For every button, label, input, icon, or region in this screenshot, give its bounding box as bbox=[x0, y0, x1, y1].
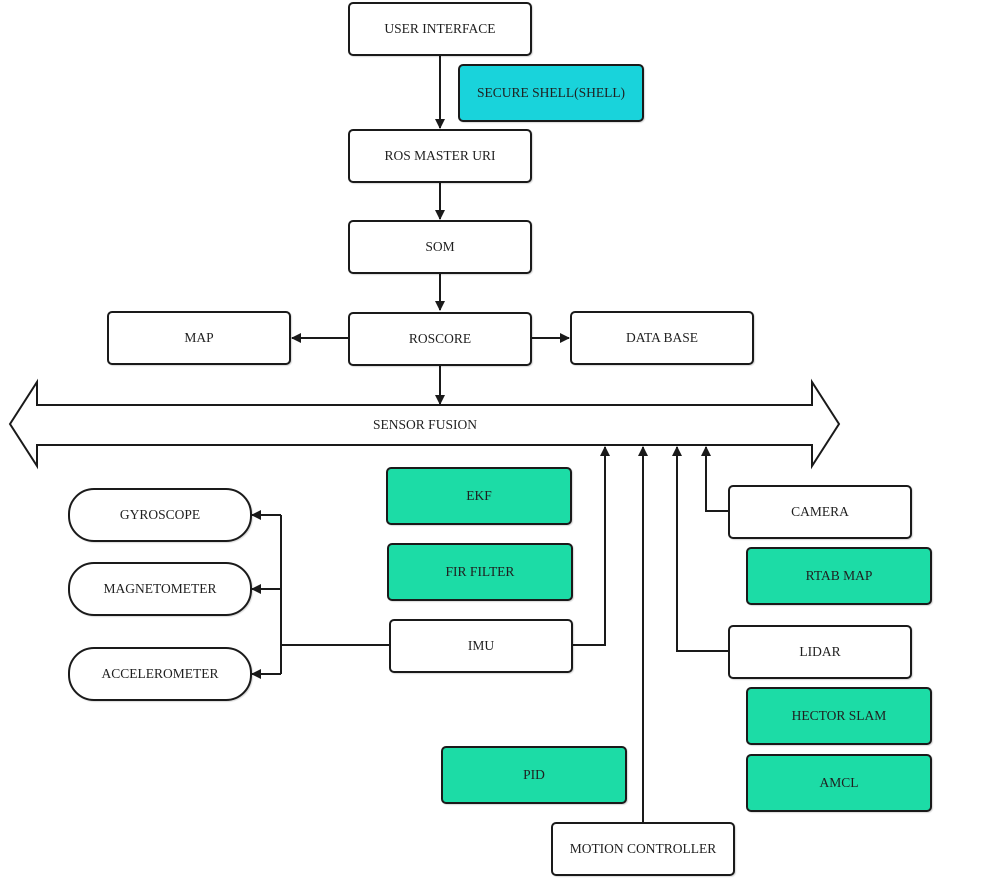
motion-controller-label: MOTION CONTROLLER bbox=[569, 841, 717, 856]
camera-box: CAMERA bbox=[728, 485, 912, 539]
lidar-box: LIDAR bbox=[728, 625, 912, 679]
connector-imu-to-sensor-fusion bbox=[572, 446, 610, 646]
connector-lidar-to-sensor-fusion bbox=[672, 446, 728, 652]
magnetometer-label: MAGNETOMETER bbox=[103, 581, 217, 596]
fir-filter-label: FIR FILTER bbox=[445, 564, 515, 579]
pid-label: PID bbox=[523, 767, 545, 782]
amcl-box: AMCL bbox=[746, 754, 932, 812]
roscore-label: ROSCORE bbox=[408, 331, 472, 346]
accelerometer-box: ACCELEROMETER bbox=[68, 647, 252, 701]
user-interface-label: USER INTERFACE bbox=[384, 21, 496, 36]
ros-master-uri-box: ROS MASTER URI bbox=[348, 129, 532, 183]
accelerometer-label: ACCELEROMETER bbox=[101, 666, 219, 681]
sensor-fusion-arrow bbox=[8, 378, 841, 470]
secure-shell-label: SECURE SHELL(SHELL) bbox=[476, 85, 626, 100]
ros-master-uri-label: ROS MASTER URI bbox=[384, 148, 496, 163]
imu-label: IMU bbox=[467, 638, 495, 653]
ekf-box: EKF bbox=[386, 467, 572, 525]
amcl-label: AMCL bbox=[819, 775, 859, 790]
som-box: SOM bbox=[348, 220, 532, 274]
user-interface-box: USER INTERFACE bbox=[348, 2, 532, 56]
rtab-map-box: RTAB MAP bbox=[746, 547, 932, 605]
hector-slam-box: HECTOR SLAM bbox=[746, 687, 932, 745]
lidar-label: LIDAR bbox=[799, 644, 841, 659]
camera-label: CAMERA bbox=[791, 504, 849, 519]
secure-shell-box: SECURE SHELL(SHELL) bbox=[458, 64, 644, 122]
gyroscope-label: GYROSCOPE bbox=[119, 507, 201, 522]
motion-controller-box: MOTION CONTROLLER bbox=[551, 822, 735, 876]
ekf-label: EKF bbox=[466, 488, 492, 503]
pid-box: PID bbox=[441, 746, 627, 804]
map-label: MAP bbox=[184, 330, 214, 345]
hector-slam-label: HECTOR SLAM bbox=[791, 708, 887, 723]
data-base-label: DATA BASE bbox=[625, 330, 699, 345]
map-box: MAP bbox=[107, 311, 291, 365]
fir-filter-box: FIR FILTER bbox=[387, 543, 573, 601]
gyroscope-box: GYROSCOPE bbox=[68, 488, 252, 542]
rtab-map-label: RTAB MAP bbox=[805, 568, 873, 583]
sensor-fusion-label: SENSOR FUSION bbox=[373, 417, 477, 432]
magnetometer-box: MAGNETOMETER bbox=[68, 562, 252, 616]
som-label: SOM bbox=[425, 239, 455, 254]
data-base-box: DATA BASE bbox=[570, 311, 754, 365]
connector-camera-to-sensor-fusion bbox=[701, 446, 728, 512]
imu-box: IMU bbox=[389, 619, 573, 673]
roscore-box: ROSCORE bbox=[348, 312, 532, 366]
